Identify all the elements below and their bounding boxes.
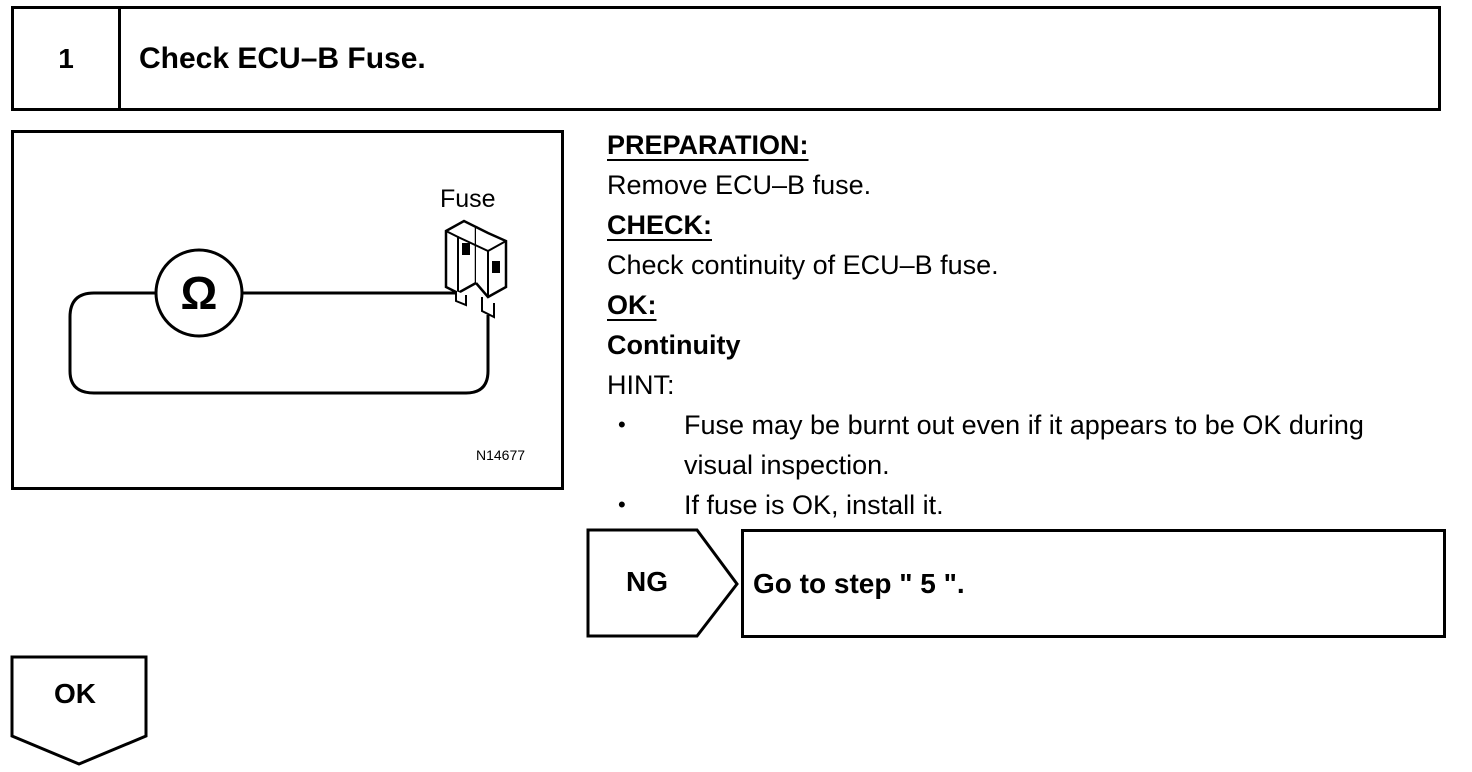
ok-heading: OK: [607, 290, 657, 320]
ok-arrow-shape [10, 655, 148, 766]
hint-item: Fuse may be burnt out even if it appears… [684, 410, 1364, 440]
ok-label: OK [54, 678, 96, 709]
ng-action-text: Go to step " 5 ". [753, 567, 965, 599]
bullet-icon: • [618, 412, 626, 437]
preparation-text: Remove ECU–B fuse. [607, 170, 872, 200]
check-heading: CHECK: [607, 210, 712, 240]
fuse-label: Fuse [440, 185, 496, 213]
preparation-heading: PREPARATION: [607, 130, 809, 160]
ohmmeter-icon [154, 248, 244, 338]
hint-item-continuation: visual inspection. [684, 450, 890, 480]
fuse-icon [444, 219, 508, 319]
bullet-icon: • [618, 492, 626, 517]
step-header: 1 Check ECU–B Fuse. [11, 6, 1441, 111]
ok-criteria: Continuity [607, 330, 741, 360]
fuse-check-illustration: Ω Fuse N14677 [11, 130, 564, 490]
ng-label: NG [626, 566, 668, 597]
check-text: Check continuity of ECU–B fuse. [607, 250, 999, 280]
hint-item: If fuse is OK, install it. [684, 490, 944, 520]
ohm-symbol: Ω [181, 267, 218, 319]
figure-code: N14677 [476, 447, 526, 463]
step-title: Check ECU–B Fuse. [139, 41, 426, 75]
circuit-wire [68, 291, 490, 395]
ng-action-box: Go to step " 5 ". [741, 529, 1446, 638]
step-number: 1 [14, 9, 121, 108]
circuit-diagram: Ω [68, 219, 508, 395]
ng-arrow-shape [586, 528, 739, 638]
hint-label: HINT: [607, 370, 675, 400]
